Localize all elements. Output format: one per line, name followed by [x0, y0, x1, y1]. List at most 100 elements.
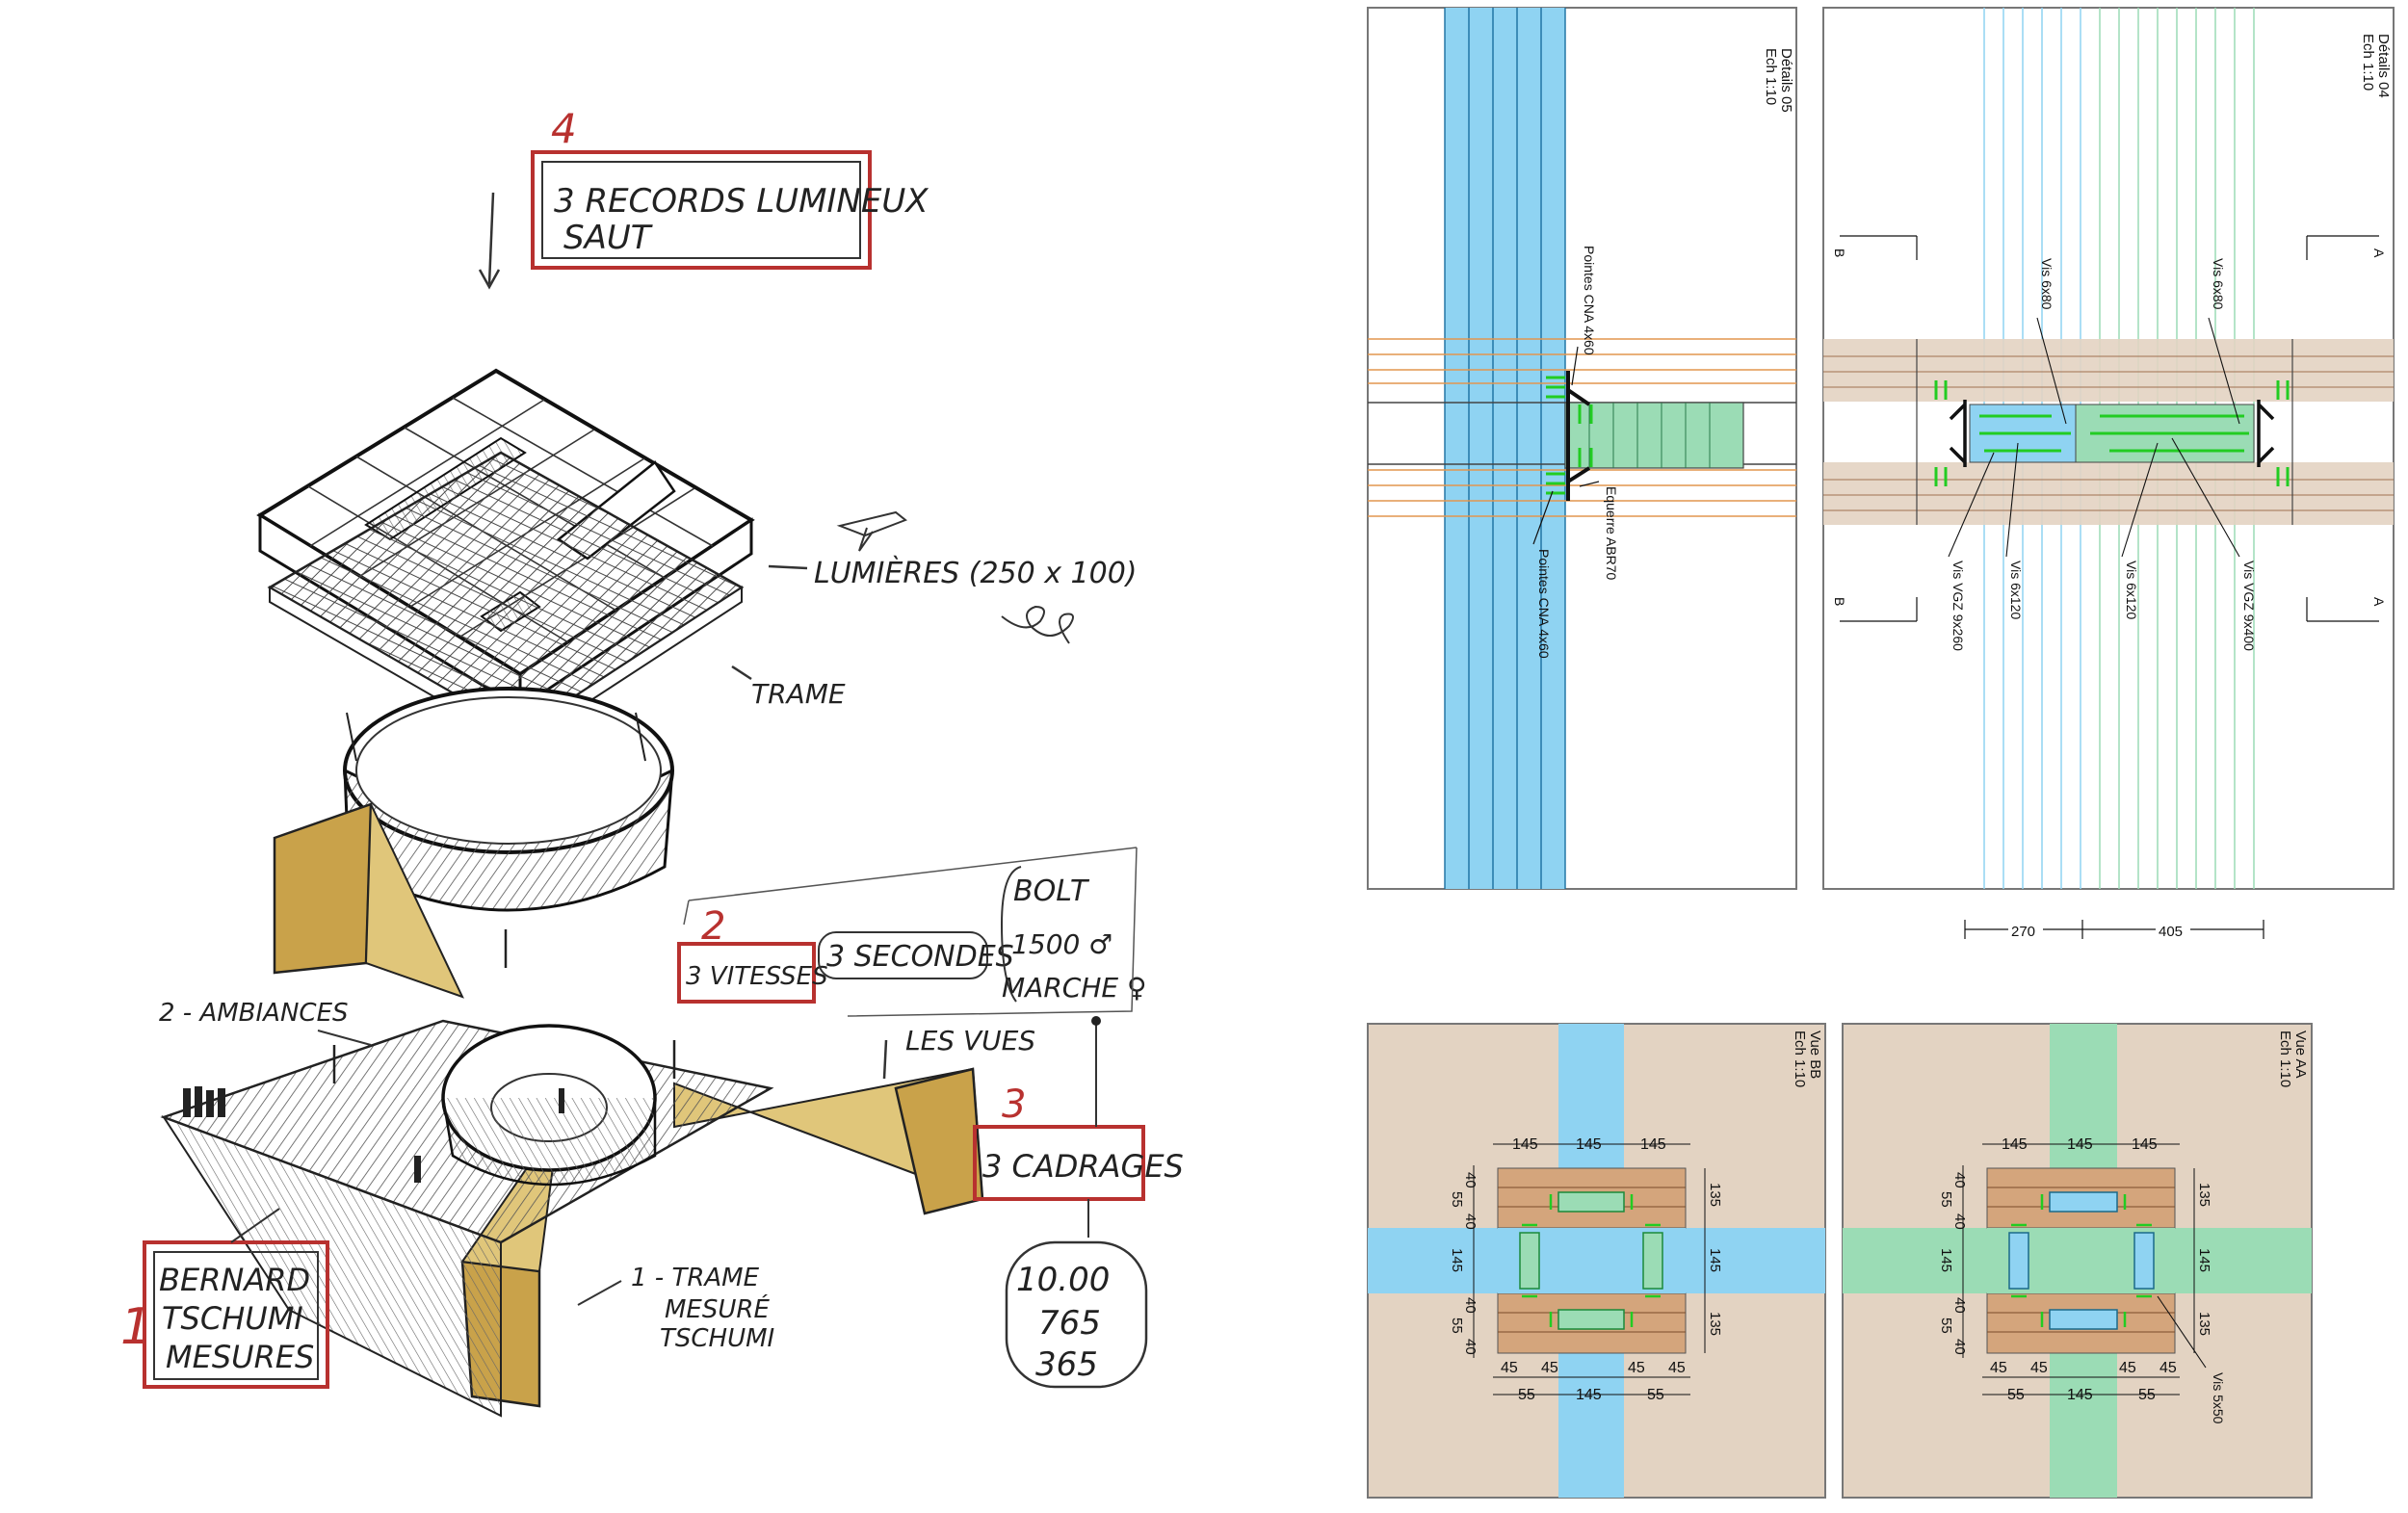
label-4-box [531, 150, 872, 270]
label-4-line-2: SAUT [563, 219, 653, 257]
label-2-box [677, 942, 816, 1004]
detail-05-title: Détails 05 [1778, 48, 1794, 113]
svg-text:145: 145 [1449, 1248, 1465, 1272]
svg-text:145: 145 [1512, 1136, 1538, 1153]
detail-04-label-4: Vis 6x120 [2008, 561, 2024, 619]
vue-aa-dimensions: 145 145 145 40 55 40 145 40 55 40 135 14… [1938, 1136, 2212, 1403]
section-markers: B B A A [1832, 235, 2387, 622]
svg-text:40: 40 [1462, 1339, 1479, 1355]
number-1: 10.00 [1016, 1261, 1110, 1299]
svg-text:40: 40 [1951, 1172, 1968, 1188]
label-4-inner-box [541, 161, 861, 259]
svg-text:40: 40 [1462, 1213, 1479, 1230]
concept-sketch: 4 3 RECORDS LUMINEUX SAUT [120, 105, 1184, 1418]
trame-mesure-1: 1 - TRAME [631, 1264, 760, 1292]
svg-text:45: 45 [2119, 1360, 2136, 1376]
label-1-number: 1 [120, 1298, 152, 1356]
detail-04-label-3: Vis VGZ 9x260 [1950, 561, 1966, 651]
section-b-bottom: B [1832, 597, 1847, 606]
svg-text:55: 55 [1518, 1387, 1535, 1403]
svg-text:45: 45 [2030, 1360, 2048, 1376]
label-4-number: 4 [551, 105, 577, 152]
label-trame: TRAME [751, 678, 846, 710]
label-3-text: 3 CADRAGES [982, 1148, 1184, 1185]
record-1: BOLT [1013, 874, 1090, 908]
section-b-top: B [1832, 248, 1847, 257]
number-2: 765 [1038, 1304, 1101, 1343]
section-a-top: A [2371, 248, 2387, 258]
section-a-bottom: A [2371, 597, 2387, 607]
arrow-left-icon [768, 564, 808, 570]
record-3: MARCHE ♀ [1002, 972, 1146, 1004]
svg-text:145: 145 [2132, 1136, 2158, 1153]
detail-04-scale: Ech 1:10 [2360, 34, 2376, 91]
trame-mesure-3: TSCHUMI [660, 1324, 774, 1353]
detail-04-label-6: Vis VGZ 9x400 [2241, 561, 2257, 651]
svg-text:145: 145 [1576, 1387, 1602, 1403]
svg-text:55: 55 [1449, 1317, 1465, 1334]
cylinder-wall [343, 687, 674, 912]
svg-text:40: 40 [1462, 1297, 1479, 1314]
detail-04-title: Détails 04 [2375, 34, 2392, 98]
svg-text:45: 45 [1628, 1360, 1645, 1376]
svg-text:145: 145 [1938, 1248, 1954, 1272]
svg-text:145: 145 [2067, 1136, 2093, 1153]
poles [332, 929, 676, 1083]
vue-bb-dimensions: 145 145 145 40 55 40 145 40 55 40 135 14… [1449, 1136, 1723, 1403]
label-secondes: 3 SECONDES [826, 940, 1014, 974]
label-1-line-1: BERNARD [159, 1262, 310, 1298]
svg-text:45: 45 [1541, 1360, 1558, 1376]
plane-icon [836, 510, 907, 552]
svg-text:40: 40 [1462, 1172, 1479, 1188]
detail-04-label-1: Vis 6x80 [2039, 258, 2055, 310]
label-1-line-3: MESURES [166, 1339, 314, 1375]
svg-text:145: 145 [1707, 1248, 1723, 1272]
label-3-number: 3 [1002, 1083, 1026, 1127]
label-4-line-1: 3 RECORDS LUMINEUX [554, 182, 929, 221]
label-lumieres: LUMIÈRES (250 x 100) [814, 556, 1138, 590]
svg-text:55: 55 [1449, 1191, 1465, 1208]
svg-text:45: 45 [1668, 1360, 1686, 1376]
vue-bb-title: Vue BB [1807, 1030, 1823, 1079]
svg-text:55: 55 [1938, 1317, 1954, 1334]
svg-text:145: 145 [2002, 1136, 2028, 1153]
svg-text:40: 40 [1951, 1297, 1968, 1314]
trame-mesure-2: MESURÉ [665, 1293, 770, 1324]
dim-270: 270 [2011, 924, 2035, 940]
label-3-box [973, 1125, 1145, 1201]
number-3: 365 [1035, 1345, 1098, 1384]
detail-05-label-2: Equerre ABR70 [1604, 486, 1619, 580]
svg-text:145: 145 [2067, 1387, 2093, 1403]
label-2-number: 2 [701, 904, 725, 949]
svg-text:40: 40 [1951, 1213, 1968, 1230]
svg-text:145: 145 [1576, 1136, 1602, 1153]
vue-bb-panel: Vue BB Ech 1:10 145 145 145 40 55 40 145… [1367, 1023, 1826, 1499]
detail-05-label-1: Pointes CNA 4x60 [1582, 246, 1597, 355]
dimension-line: 270 405 [1964, 920, 2264, 940]
svg-text:55: 55 [2138, 1387, 2156, 1403]
svg-text:45: 45 [1501, 1360, 1518, 1376]
label-ambiances: 2 - AMBIANCES [159, 999, 349, 1028]
dim-405: 405 [2159, 924, 2183, 940]
detail-05-label-3: Pointes CNA 4x60 [1536, 549, 1552, 659]
detail-04-label-5: Vis 6x120 [2124, 561, 2139, 619]
people-figures [183, 1086, 564, 1183]
detail-04-panel: Détails 04 Ech 1:10 B B A A Vis 6x80 Vis… [1822, 7, 2395, 940]
svg-text:55: 55 [1647, 1387, 1664, 1403]
squiggle-icon [1001, 605, 1074, 644]
label-les-vues: LES VUES [905, 1025, 1035, 1056]
svg-text:45: 45 [2159, 1360, 2177, 1376]
arrow-down-icon [487, 192, 495, 285]
numbers-bubble [1005, 1240, 1148, 1389]
record-2: -1500 ♂ [1002, 928, 1112, 960]
svg-text:135: 135 [2196, 1312, 2212, 1336]
vue-aa-scale: Ech 1:10 [2277, 1030, 2293, 1087]
detail-05-panel: Détails 05 Ech 1:10 Pointes CNA 4x60 Equ… [1367, 7, 1797, 890]
svg-text:55: 55 [2007, 1387, 2025, 1403]
detail-05-scale: Ech 1:10 [1763, 48, 1779, 105]
label-1-box [143, 1240, 329, 1389]
label-1-line-2: TSCHUMI [162, 1300, 303, 1337]
vue-aa-title: Vue AA [2292, 1030, 2309, 1078]
svg-text:135: 135 [2196, 1183, 2212, 1207]
